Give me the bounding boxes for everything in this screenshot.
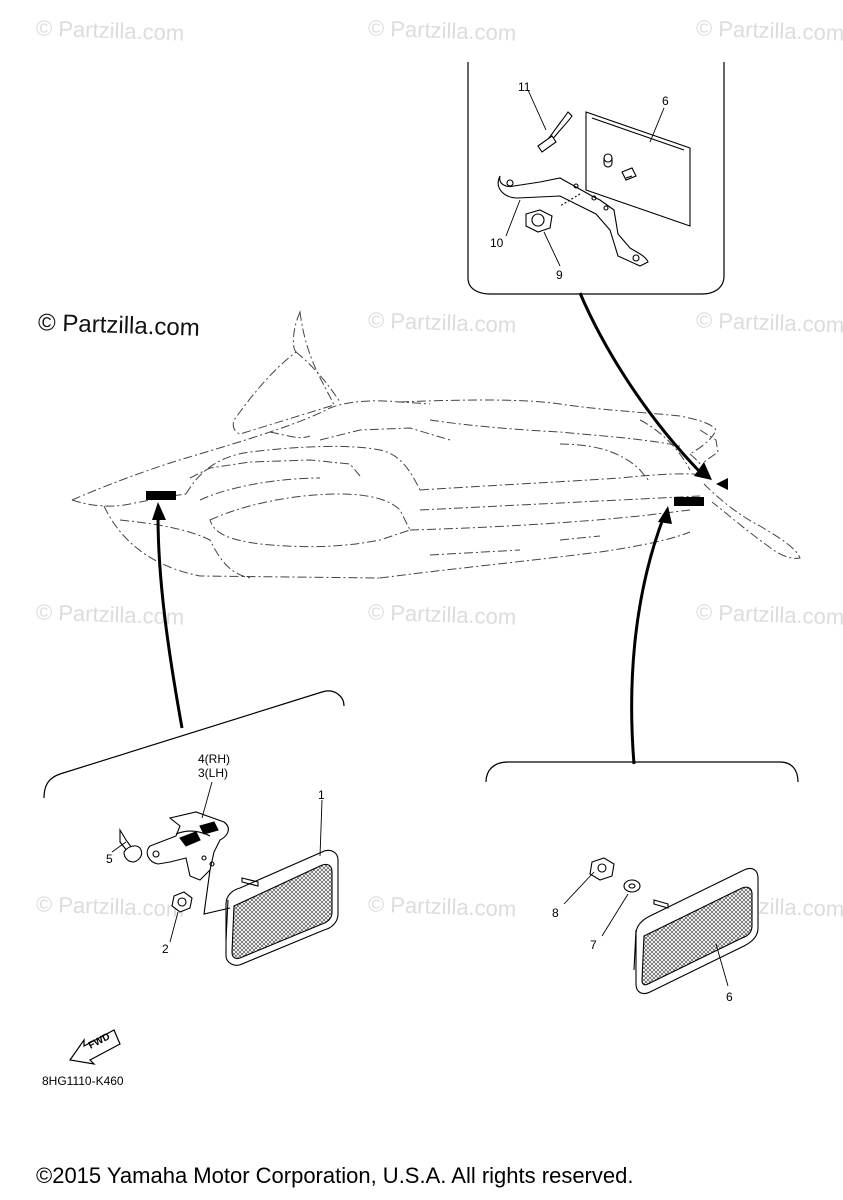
part-label-5: 5	[106, 852, 113, 866]
part-label-9: 9	[556, 268, 563, 282]
part-label-6b: 6	[726, 990, 733, 1004]
diagram-code: 8HG1110-K460	[42, 1074, 124, 1088]
part-label-7: 7	[590, 938, 597, 952]
part-label-11: 11	[518, 80, 531, 94]
arrow-heads	[152, 462, 712, 524]
detail-frames	[43, 62, 799, 799]
part-label-10: 10	[490, 236, 504, 250]
snowmobile-outline	[71, 310, 801, 579]
copyright-notice: ©2015 Yamaha Motor Corporation, U.S.A. A…	[36, 1163, 634, 1188]
part-label-8: 8	[552, 906, 559, 920]
part-label-2: 2	[162, 942, 169, 956]
fwd-arrow-icon	[68, 1029, 121, 1065]
bottom-right-detail	[589, 857, 759, 995]
part-label-3: 3(LH)	[198, 766, 229, 780]
bottom-left-leaders	[111, 781, 323, 943]
bottom-right-leaders	[563, 871, 729, 987]
part-label-6: 6	[662, 94, 669, 108]
top-leaders	[505, 89, 665, 267]
rear-reflector-marker	[674, 497, 704, 506]
bottom-left-detail	[119, 811, 339, 966]
front-reflector-marker	[146, 491, 176, 500]
part-label-1: 1	[318, 788, 325, 802]
part-label-4: 4(RH)	[198, 752, 230, 766]
rear-reflector-marker-top	[716, 478, 728, 490]
leader-arrows	[156, 292, 702, 765]
top-detail	[497, 111, 691, 267]
